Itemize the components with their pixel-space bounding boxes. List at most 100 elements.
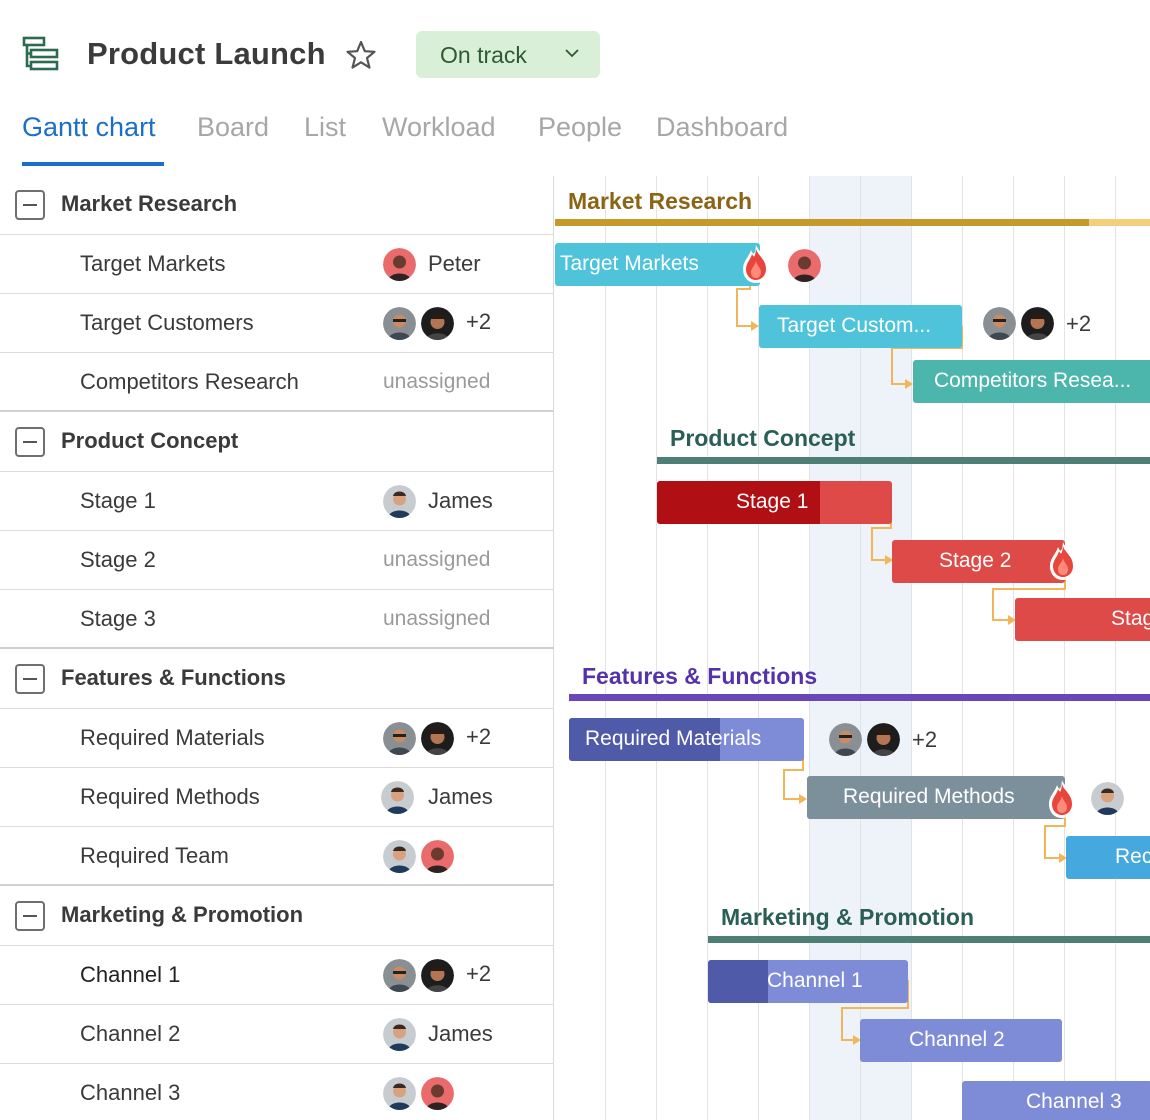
gridline bbox=[860, 176, 861, 1120]
chart-group-label: Marketing & Promotion bbox=[721, 904, 975, 930]
task-row[interactable]: Required Materials +2 bbox=[0, 709, 554, 768]
more-assignees[interactable]: +2 bbox=[1066, 311, 1092, 336]
header: Product Launch On track bbox=[0, 0, 1150, 100]
more-assignees[interactable]: +2 bbox=[466, 309, 492, 334]
chevron-down-icon bbox=[564, 45, 580, 61]
avatar bbox=[383, 722, 416, 755]
task-name: Stage 3 bbox=[80, 606, 156, 631]
tab-dashboard[interactable]: Dashboard bbox=[656, 112, 789, 142]
task-bar-label: Required Methods bbox=[843, 785, 1015, 808]
avatar-james bbox=[383, 1018, 416, 1051]
tab-workload[interactable]: Workload bbox=[382, 112, 496, 142]
tab-people[interactable]: People bbox=[538, 112, 623, 142]
collapse-icon[interactable] bbox=[15, 427, 45, 457]
task-bar-label: Channel 3 bbox=[1026, 1090, 1122, 1113]
view-tabs: Gantt chart Board List Workload People D… bbox=[0, 108, 1150, 168]
group-progress-bar[interactable] bbox=[657, 457, 1150, 464]
task-bar-label: Stage 1 bbox=[736, 490, 809, 513]
group-name: Product Concept bbox=[61, 428, 239, 453]
collapse-icon[interactable] bbox=[15, 190, 45, 220]
group-row[interactable]: Features & Functions bbox=[0, 650, 554, 709]
assignee-name: James bbox=[428, 488, 493, 513]
task-bar[interactable]: Rec bbox=[1066, 836, 1150, 879]
task-progress-fill bbox=[657, 481, 820, 524]
task-bar[interactable]: Target Custom... bbox=[759, 305, 962, 348]
task-row[interactable]: Competitors Research unassigned bbox=[0, 353, 554, 412]
collapse-icon[interactable] bbox=[15, 901, 45, 931]
group-remaining-bar bbox=[1089, 219, 1150, 226]
project-tree-icon bbox=[22, 36, 60, 72]
avatar-peter bbox=[788, 249, 821, 282]
task-name: Channel 2 bbox=[80, 1021, 181, 1046]
group-row[interactable]: Marketing & Promotion bbox=[0, 887, 554, 946]
group-row[interactable]: Market Research bbox=[0, 176, 554, 235]
task-name: Required Team bbox=[80, 843, 229, 868]
hot-task-icon bbox=[739, 243, 773, 285]
task-row[interactable]: Channel 3 bbox=[0, 1064, 554, 1120]
gridline bbox=[605, 176, 606, 1120]
collapse-icon[interactable] bbox=[15, 664, 45, 694]
task-bar[interactable]: Channel 2 bbox=[860, 1019, 1062, 1062]
chart-group-label: Features & Functions bbox=[582, 663, 818, 689]
status-dropdown[interactable]: On track bbox=[416, 31, 600, 78]
star-icon[interactable] bbox=[345, 40, 377, 70]
avatar-james bbox=[383, 840, 416, 873]
assignee-unassigned[interactable]: unassigned bbox=[383, 548, 491, 571]
hot-task-icon bbox=[1046, 540, 1080, 582]
tab-gantt-chart[interactable]: Gantt chart bbox=[22, 112, 156, 142]
task-bar[interactable]: Required Methods bbox=[807, 776, 1065, 819]
task-bar[interactable]: Target Markets bbox=[555, 243, 760, 286]
task-name: Channel 1 bbox=[80, 962, 181, 987]
more-assignees[interactable]: +2 bbox=[912, 727, 938, 752]
group-progress-bar[interactable] bbox=[569, 694, 1150, 701]
task-bar-label: Target Custom... bbox=[777, 314, 932, 337]
task-name: Target Markets bbox=[80, 251, 226, 276]
task-bar[interactable]: Channel 3 bbox=[962, 1081, 1150, 1120]
task-bar[interactable]: Stage 2 bbox=[892, 540, 1065, 583]
project-title: Product Launch bbox=[87, 36, 326, 71]
group-progress-bar[interactable] bbox=[555, 219, 1089, 226]
group-progress-bar[interactable] bbox=[708, 936, 1150, 943]
task-bar-label: Channel 1 bbox=[767, 969, 863, 992]
group-row[interactable]: Product Concept bbox=[0, 413, 554, 472]
chart-group-label: Market Research bbox=[568, 188, 753, 214]
task-row[interactable]: Stage 3 unassigned bbox=[0, 590, 554, 649]
task-row[interactable]: Required Methods James bbox=[0, 768, 554, 827]
gridline bbox=[809, 176, 810, 1120]
task-row[interactable]: Stage 1 James bbox=[0, 472, 554, 531]
task-bar[interactable]: Required Materials bbox=[569, 718, 804, 761]
gantt-chart-area: Market Research Target Markets Target Cu… bbox=[555, 176, 1150, 1120]
task-row[interactable]: Target Customers +2 bbox=[0, 294, 554, 353]
gridline bbox=[1064, 176, 1065, 1120]
hot-task-icon bbox=[1045, 778, 1079, 820]
task-bar[interactable]: Stage 1 bbox=[657, 481, 892, 524]
gridline bbox=[758, 176, 759, 1120]
task-bar[interactable]: Stag bbox=[1015, 598, 1150, 641]
task-row[interactable]: Stage 2 unassigned bbox=[0, 531, 554, 590]
task-row[interactable]: Required Team bbox=[0, 827, 554, 886]
task-row[interactable]: Channel 1 +2 bbox=[0, 946, 554, 1005]
avatar-james bbox=[381, 781, 414, 814]
assignee-name: James bbox=[428, 1021, 493, 1046]
tab-board[interactable]: Board bbox=[197, 112, 270, 142]
avatar bbox=[983, 307, 1016, 340]
assignee-unassigned[interactable]: unassigned bbox=[383, 370, 491, 393]
more-assignees[interactable]: +2 bbox=[466, 724, 492, 749]
avatar bbox=[383, 307, 416, 340]
task-bar[interactable]: Competitors Resea... bbox=[913, 360, 1150, 403]
tab-list[interactable]: List bbox=[304, 112, 347, 142]
avatar-james bbox=[383, 485, 416, 518]
gridline bbox=[707, 176, 708, 1120]
task-bar-label: Required Materials bbox=[585, 727, 762, 750]
assignee-unassigned[interactable]: unassigned bbox=[383, 607, 491, 630]
task-row[interactable]: Target Markets Peter bbox=[0, 235, 554, 294]
more-assignees[interactable]: +2 bbox=[466, 961, 492, 986]
task-name: Competitors Research bbox=[80, 369, 299, 394]
task-progress-fill bbox=[569, 718, 720, 761]
group-name: Marketing & Promotion bbox=[61, 902, 304, 927]
avatar bbox=[421, 959, 454, 992]
task-bar[interactable]: Channel 1 bbox=[708, 960, 908, 1003]
assignee-name: Peter bbox=[428, 251, 481, 276]
task-row[interactable]: Channel 2 James bbox=[0, 1005, 554, 1064]
avatar-james bbox=[383, 1077, 416, 1110]
